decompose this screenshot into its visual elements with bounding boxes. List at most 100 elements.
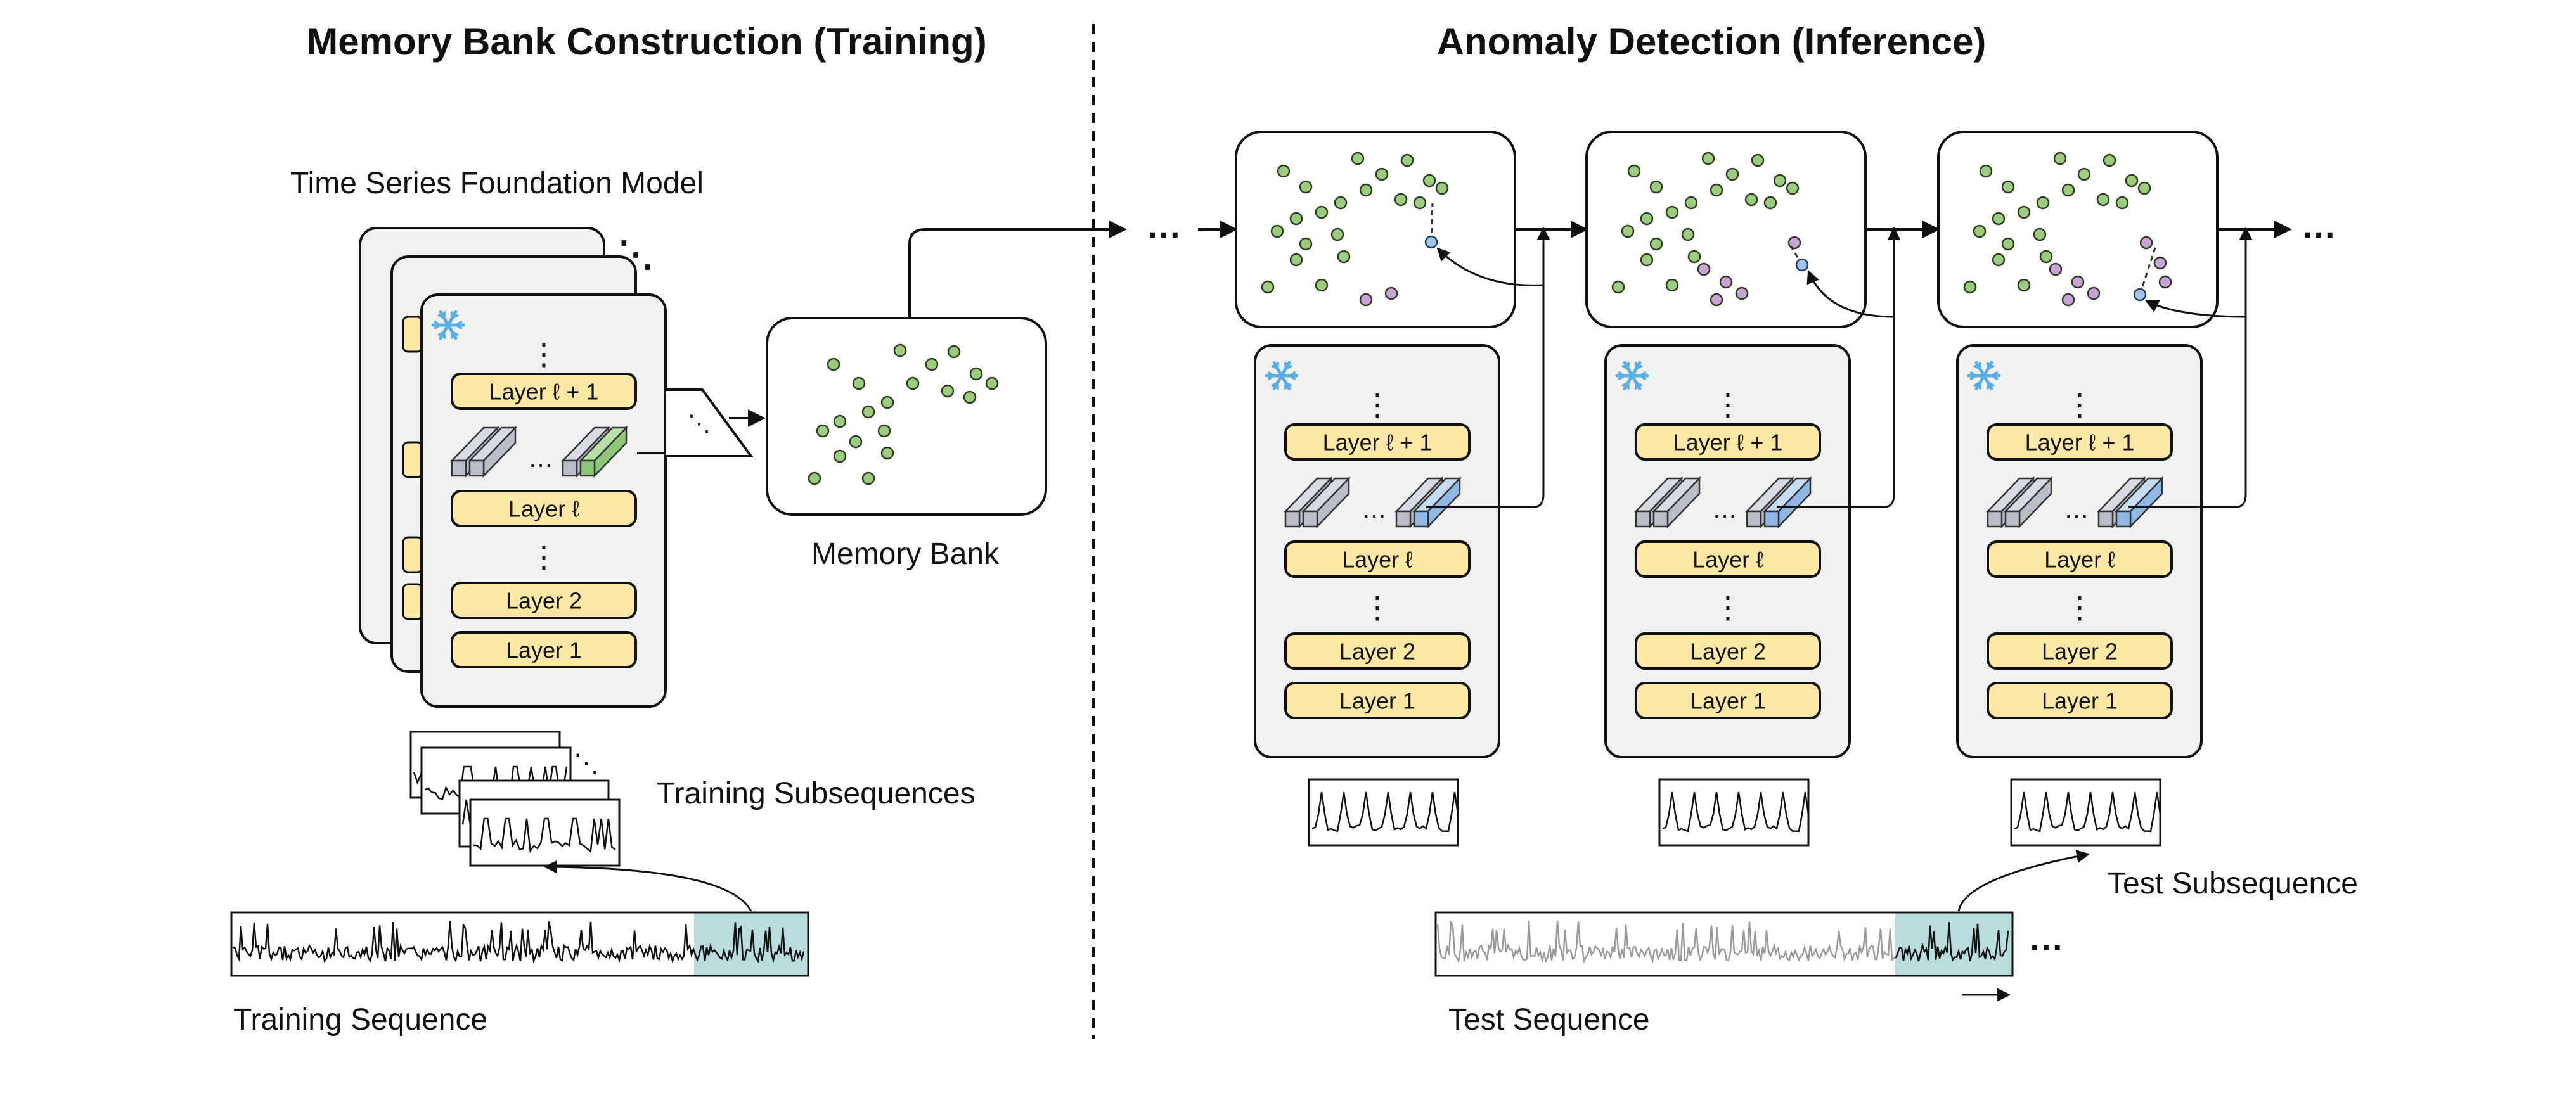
point <box>1315 278 1329 292</box>
memory-points <box>1611 151 1801 307</box>
point <box>2096 193 2110 207</box>
ellipsis-start: … <box>1146 205 1182 245</box>
right-title: Anomaly Detection (Inference) <box>1437 20 1987 63</box>
layer-block: Layer ℓ <box>1635 540 1821 578</box>
point <box>2137 181 2151 195</box>
point <box>1270 224 1284 238</box>
point <box>1744 193 1758 207</box>
point <box>880 446 894 460</box>
point <box>1435 181 1449 195</box>
memory-points <box>808 343 999 485</box>
point <box>1359 183 1373 197</box>
training-subsequences-label: Training Subsequences <box>657 777 976 810</box>
point <box>1665 205 1679 219</box>
point <box>849 435 863 449</box>
point <box>1640 212 1654 226</box>
layer-label: Layer ℓ <box>1342 547 1413 573</box>
point <box>1621 224 1635 238</box>
waveform-current <box>1895 922 2009 962</box>
layer-label: Layer ℓ <box>2044 547 2115 573</box>
point <box>1992 253 2006 267</box>
layer-label: Layer ℓ <box>508 496 579 522</box>
embedding-prism <box>2004 476 2053 529</box>
point <box>2039 250 2053 264</box>
point <box>2053 151 2067 165</box>
point <box>2071 275 2085 289</box>
layer-label: Layer 1 <box>1690 688 1766 714</box>
layer-label: Layer ℓ + 1 <box>2025 430 2135 456</box>
point <box>1963 280 1977 294</box>
point <box>1394 193 1408 207</box>
point <box>1710 183 1723 197</box>
point <box>808 471 821 485</box>
point <box>1413 196 1427 210</box>
layer-label: Layer ℓ <box>1692 547 1763 573</box>
waveform <box>2014 791 2161 833</box>
layer-block: Layer ℓ + 1 <box>1635 423 1821 461</box>
point <box>2115 196 2129 210</box>
point <box>1665 278 1679 292</box>
layer-block: Layer 1 <box>1284 682 1471 719</box>
layer-label: Layer ℓ + 1 <box>1323 430 1433 456</box>
test-sequence-label: Test Sequence <box>1448 1003 1650 1037</box>
point <box>893 343 907 357</box>
layer-block: Layer 2 <box>451 582 637 619</box>
layer-label: Layer 2 <box>506 588 582 614</box>
memory-points <box>1261 151 1449 307</box>
point <box>925 357 939 371</box>
test-ellipsis: … <box>2028 918 2064 958</box>
window-highlight <box>1895 912 2012 976</box>
test-subsequence-label: Test Subsequence <box>2108 867 2358 900</box>
point <box>1735 286 1749 300</box>
point <box>1351 151 1365 165</box>
point <box>833 449 847 463</box>
training-sequence-label: Training Sequence <box>233 1003 487 1037</box>
training-subsequences: ⋱ <box>409 731 621 867</box>
snowflake-icon <box>1967 361 2001 391</box>
point <box>2017 278 2031 292</box>
point <box>2049 262 2063 276</box>
point <box>2125 174 2139 188</box>
vertical-ellipsis: ⋮ <box>529 540 559 574</box>
point <box>1400 153 1414 167</box>
training-sequence <box>230 911 809 977</box>
vertical-ellipsis: ⋮ <box>2064 591 2095 625</box>
point <box>941 384 955 398</box>
point <box>1719 275 1733 289</box>
vertical-ellipsis: ⋮ <box>1713 388 1743 422</box>
test-sequence <box>1434 911 2014 977</box>
layer-block: Layer ℓ <box>1987 540 2173 578</box>
point <box>1299 180 1313 194</box>
stack-diagonal-dots: ⋱ <box>574 750 599 777</box>
point <box>1261 280 1275 294</box>
nearest-link <box>1430 202 1434 243</box>
left-title: Memory Bank Construction (Training) <box>306 20 986 63</box>
point <box>2001 237 2015 251</box>
peek-layer <box>402 583 423 620</box>
point <box>1687 250 1701 264</box>
point <box>877 424 891 438</box>
point <box>1649 180 1663 194</box>
point <box>1384 286 1398 300</box>
embedding-prism <box>468 425 517 478</box>
waveform-seen <box>1436 921 1899 964</box>
query-point <box>1795 258 1809 272</box>
test-extract-arrow <box>1957 850 2090 912</box>
point <box>2139 236 2153 250</box>
layer-label: Layer 1 <box>2042 688 2118 714</box>
point <box>833 414 847 428</box>
sequence-frame <box>1434 911 2014 977</box>
peek-layer <box>402 441 423 478</box>
point <box>1786 181 1800 195</box>
layer-block: Layer ℓ + 1 <box>451 373 637 410</box>
point <box>1315 205 1329 219</box>
query-point <box>2133 288 2147 302</box>
embedding-prism <box>2115 476 2164 529</box>
point <box>1979 164 1993 178</box>
point <box>1681 227 1695 241</box>
peek-layer <box>402 536 423 573</box>
point <box>880 395 894 409</box>
point <box>852 376 866 390</box>
point <box>1992 212 2006 226</box>
memory-bank-label: Memory Bank <box>811 537 1000 571</box>
